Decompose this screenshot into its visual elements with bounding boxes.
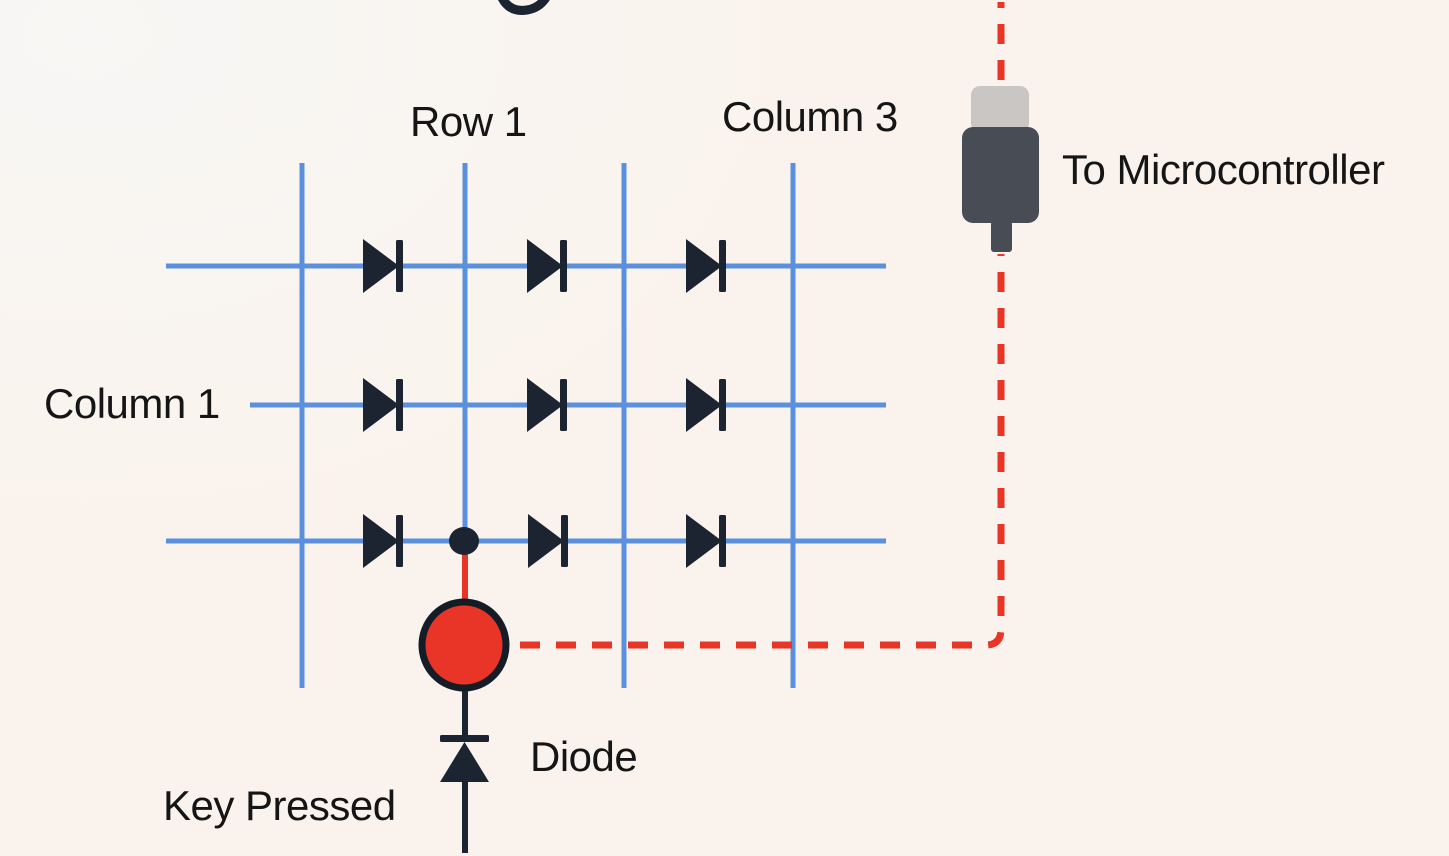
diode-icon <box>527 378 567 432</box>
column1-label: Column 1 <box>44 380 220 427</box>
signal-path-dashed <box>520 254 1005 649</box>
junction-dot-icon <box>449 527 479 555</box>
usb-stub <box>991 221 1012 252</box>
diode-icon <box>363 378 403 432</box>
diode-icon <box>686 239 726 293</box>
diode-icon <box>527 239 567 293</box>
usb-cap <box>971 86 1029 132</box>
usb-connector-icon <box>962 86 1039 252</box>
diode-icon <box>363 239 403 293</box>
pressed-key-icon <box>418 598 510 692</box>
diode-up-triangle <box>440 742 489 782</box>
key-pressed-label: Key Pressed <box>163 782 396 829</box>
diode-icon <box>686 378 726 432</box>
cropped-title-fragment <box>498 0 550 15</box>
diode-icon <box>363 514 403 568</box>
microcontroller-label: To Microcontroller <box>1062 146 1385 193</box>
diode-cathode-bar <box>440 735 489 742</box>
diode-icon <box>686 514 726 568</box>
column3-label: Column 3 <box>722 93 898 140</box>
diode-icon <box>528 514 568 568</box>
diode-label: Diode <box>530 733 638 780</box>
row1-label: Row 1 <box>410 98 527 145</box>
usb-body <box>962 127 1039 223</box>
matrix-grid <box>166 163 886 688</box>
